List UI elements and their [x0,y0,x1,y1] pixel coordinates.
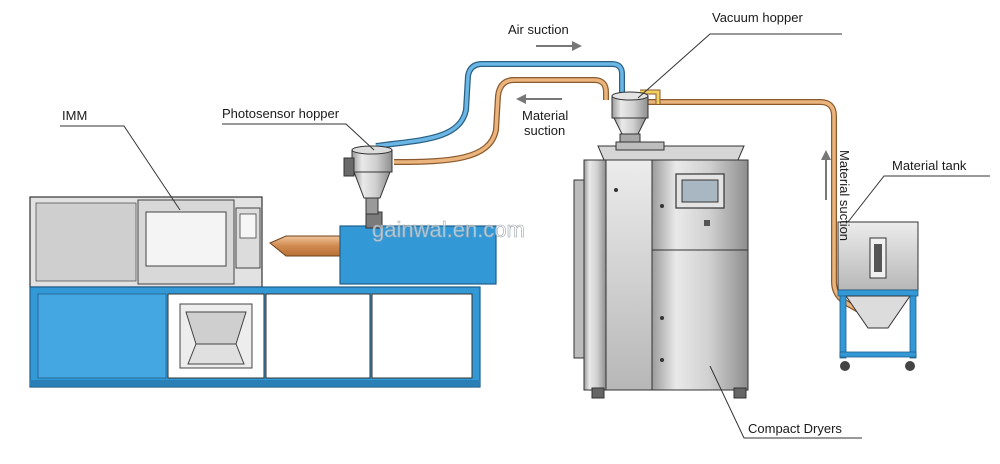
arrow-right-icon [536,41,582,51]
label-material-suction-line1: Material [522,108,568,123]
photosensor-leader [222,123,375,151]
label-vacuum-hopper: Vacuum hopper [712,10,803,25]
compact-dryer [573,141,749,399]
photosensor-hopper [343,145,393,215]
label-imm: IMM [62,108,87,123]
label-air-suction: Air suction [508,22,569,37]
leader-lines [60,33,990,439]
air-suction-pipe [375,61,625,149]
watermark: gainwal.en.com [372,217,525,242]
arrow-left-icon [516,94,562,104]
material-tank [837,221,919,371]
imm-leader [60,125,181,211]
label-material-suction-vertical: Material suction [837,150,852,241]
vacuum-hopper [611,91,649,145]
imm-window [145,211,227,267]
label-material-suction-line2: suction [524,123,565,138]
label-compact-dryers: Compact Dryers [748,421,842,436]
label-photosensor-hopper: Photosensor hopper [222,106,340,121]
material-tank-leader [847,175,990,223]
compact-dryers-leader [709,365,862,439]
vacuum-hopper-leader [637,33,842,99]
imm-machine [29,196,497,388]
material-suction-pipe-to-imm [393,77,609,165]
label-material-tank: Material tank [892,158,967,173]
vacuum-hopper-air-link [640,89,661,104]
arrow-up-icon [821,150,831,200]
